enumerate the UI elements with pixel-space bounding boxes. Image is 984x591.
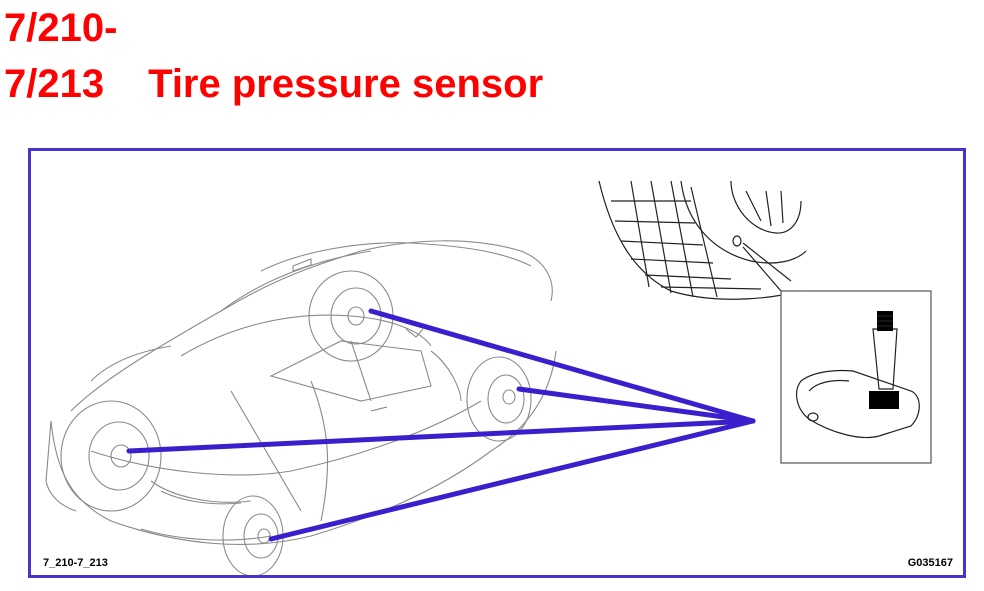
- figure-code-right: G035167: [907, 557, 953, 569]
- leader-lines: [126, 308, 756, 542]
- car-icon: [45, 240, 557, 575]
- sensor-icon: [795, 311, 920, 439]
- leader-line-rear-left: [368, 308, 756, 424]
- figure-code-left: 7_210-7_213: [43, 557, 108, 569]
- title-text: Tire pressure sensor: [148, 62, 544, 106]
- leader-line-front: [268, 418, 756, 542]
- title-line-1: 7/210-: [4, 6, 117, 50]
- title-code-start: 7/210-: [4, 6, 118, 50]
- title-code-end: 7/213: [4, 62, 105, 106]
- title-line-2: 7/213 Tire pressure sensor: [4, 62, 543, 106]
- diagram-frame: 7_210-7_213 G035167: [28, 148, 966, 578]
- diagram-svg: [45, 180, 932, 575]
- sensor-inset-box: [780, 290, 932, 464]
- leader-line-spare: [126, 418, 756, 454]
- tire-icon: [598, 180, 807, 300]
- leader-line-rear-right: [516, 386, 756, 424]
